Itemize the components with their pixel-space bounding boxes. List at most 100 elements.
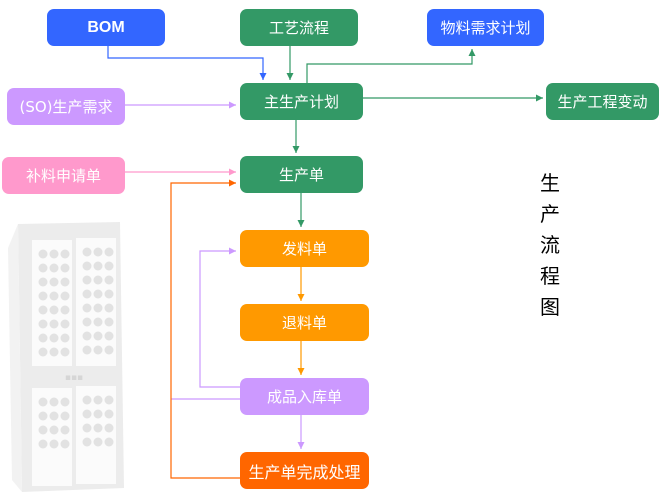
machine-dot [104, 331, 114, 341]
node-material-issue-label: 发料单 [281, 240, 327, 258]
node-bom-label: BOM [87, 18, 125, 36]
machine-dot [38, 277, 48, 287]
machine-dot [93, 247, 103, 257]
edge-bom-mps [107, 46, 267, 80]
machine-dot [104, 261, 114, 271]
node-production-order[interactable]: 生产单 [240, 156, 363, 193]
machine-dot [82, 345, 92, 355]
svg-text:▪▪▪: ▪▪▪ [65, 373, 83, 383]
node-supplement-label: 补料申请单 [25, 167, 101, 185]
machine-dot [60, 397, 70, 407]
node-material-return-label: 退料单 [281, 314, 327, 332]
machine-dot [60, 333, 70, 343]
machine-dot [93, 345, 103, 355]
node-routing-label: 工艺流程 [268, 19, 329, 37]
machine-dot [49, 277, 59, 287]
machine-dot [38, 439, 48, 449]
machine-dot [93, 437, 103, 447]
node-material-issue[interactable]: 发料单 [240, 230, 369, 267]
machine-dot [49, 411, 59, 421]
machine-dot [60, 277, 70, 287]
machine-dot [38, 347, 48, 357]
node-mps[interactable]: 主生产计划 [240, 83, 363, 120]
machine-dot [60, 263, 70, 273]
node-mrp-label: 物料需求计划 [440, 19, 531, 37]
machine-dot [104, 317, 114, 327]
machine-dot [82, 247, 92, 257]
machine-dot [38, 263, 48, 273]
machine-dot [104, 289, 114, 299]
machine-dot [60, 305, 70, 315]
node-finished-goods-receipt-label: 成品入库单 [266, 388, 342, 406]
machine-dot [104, 303, 114, 313]
machine-dot [60, 411, 70, 421]
machine-dot [93, 275, 103, 285]
edge-fg-issue [199, 247, 240, 388]
machine-dot [93, 331, 103, 341]
machine-dot [49, 319, 59, 329]
edge-close-mo [170, 179, 240, 479]
node-production-order-label: 生产单 [278, 166, 324, 184]
machine-dot [49, 263, 59, 273]
title-char: 流 [540, 233, 560, 257]
machine-dot [104, 437, 114, 447]
machine-dot [82, 409, 92, 419]
machine-dot [104, 409, 114, 419]
node-bom[interactable]: BOM [47, 9, 165, 46]
node-order-completion[interactable]: 生产单完成处理 [240, 452, 369, 489]
machine-dot [93, 395, 103, 405]
node-sales-order[interactable]: (SO)生产需求 [7, 88, 125, 125]
machine-dot [49, 305, 59, 315]
machine-dot [60, 425, 70, 435]
machine-dot [49, 333, 59, 343]
title-char: 生 [540, 171, 560, 195]
machine-dot [38, 319, 48, 329]
machine-dot [104, 345, 114, 355]
machine-dot [38, 425, 48, 435]
machine-dot [38, 305, 48, 315]
machine-dot [38, 333, 48, 343]
server-cabinet-illustration: ▪▪▪ [8, 222, 124, 492]
machine-dot [82, 331, 92, 341]
machine-dot [38, 291, 48, 301]
node-sales-order-label: (SO)生产需求 [19, 98, 113, 116]
title-char: 产 [540, 202, 560, 226]
machine-dot [93, 303, 103, 313]
machine-dot [82, 275, 92, 285]
node-mrp[interactable]: 物料需求计划 [427, 9, 544, 46]
machine-dot [82, 303, 92, 313]
machine-dot [60, 291, 70, 301]
machine-dot [60, 347, 70, 357]
node-finished-goods-receipt[interactable]: 成品入库单 [240, 378, 369, 415]
machine-dot [82, 437, 92, 447]
diagram-title: 生 产 流 程 图 [538, 168, 562, 323]
machine-dot [93, 423, 103, 433]
node-material-return[interactable]: 退料单 [240, 304, 369, 341]
edge-mps-mrp [306, 49, 476, 83]
node-supplement[interactable]: 补料申请单 [2, 157, 125, 194]
machine-dot [82, 423, 92, 433]
node-eco-label: 生产工程变动 [557, 93, 648, 111]
machine-dot [93, 409, 103, 419]
node-mps-label: 主生产计划 [263, 93, 339, 111]
machine-dot [93, 261, 103, 271]
machine-dot [82, 261, 92, 271]
node-eco[interactable]: 生产工程变动 [546, 83, 659, 120]
title-char: 图 [540, 295, 560, 319]
machine-dot [82, 395, 92, 405]
machine-dot [60, 249, 70, 259]
node-routing[interactable]: 工艺流程 [240, 9, 358, 46]
machine-dot [38, 397, 48, 407]
machine-dot [104, 247, 114, 257]
machine-dot [60, 319, 70, 329]
machine-dot [49, 425, 59, 435]
machine-dot [49, 249, 59, 259]
node-order-completion-label: 生产单完成处理 [248, 462, 361, 482]
machine-dot [104, 275, 114, 285]
machine-dot [49, 397, 59, 407]
machine-dot [38, 411, 48, 421]
machine-dot [49, 439, 59, 449]
machine-dot [104, 395, 114, 405]
title-char: 程 [540, 264, 560, 288]
